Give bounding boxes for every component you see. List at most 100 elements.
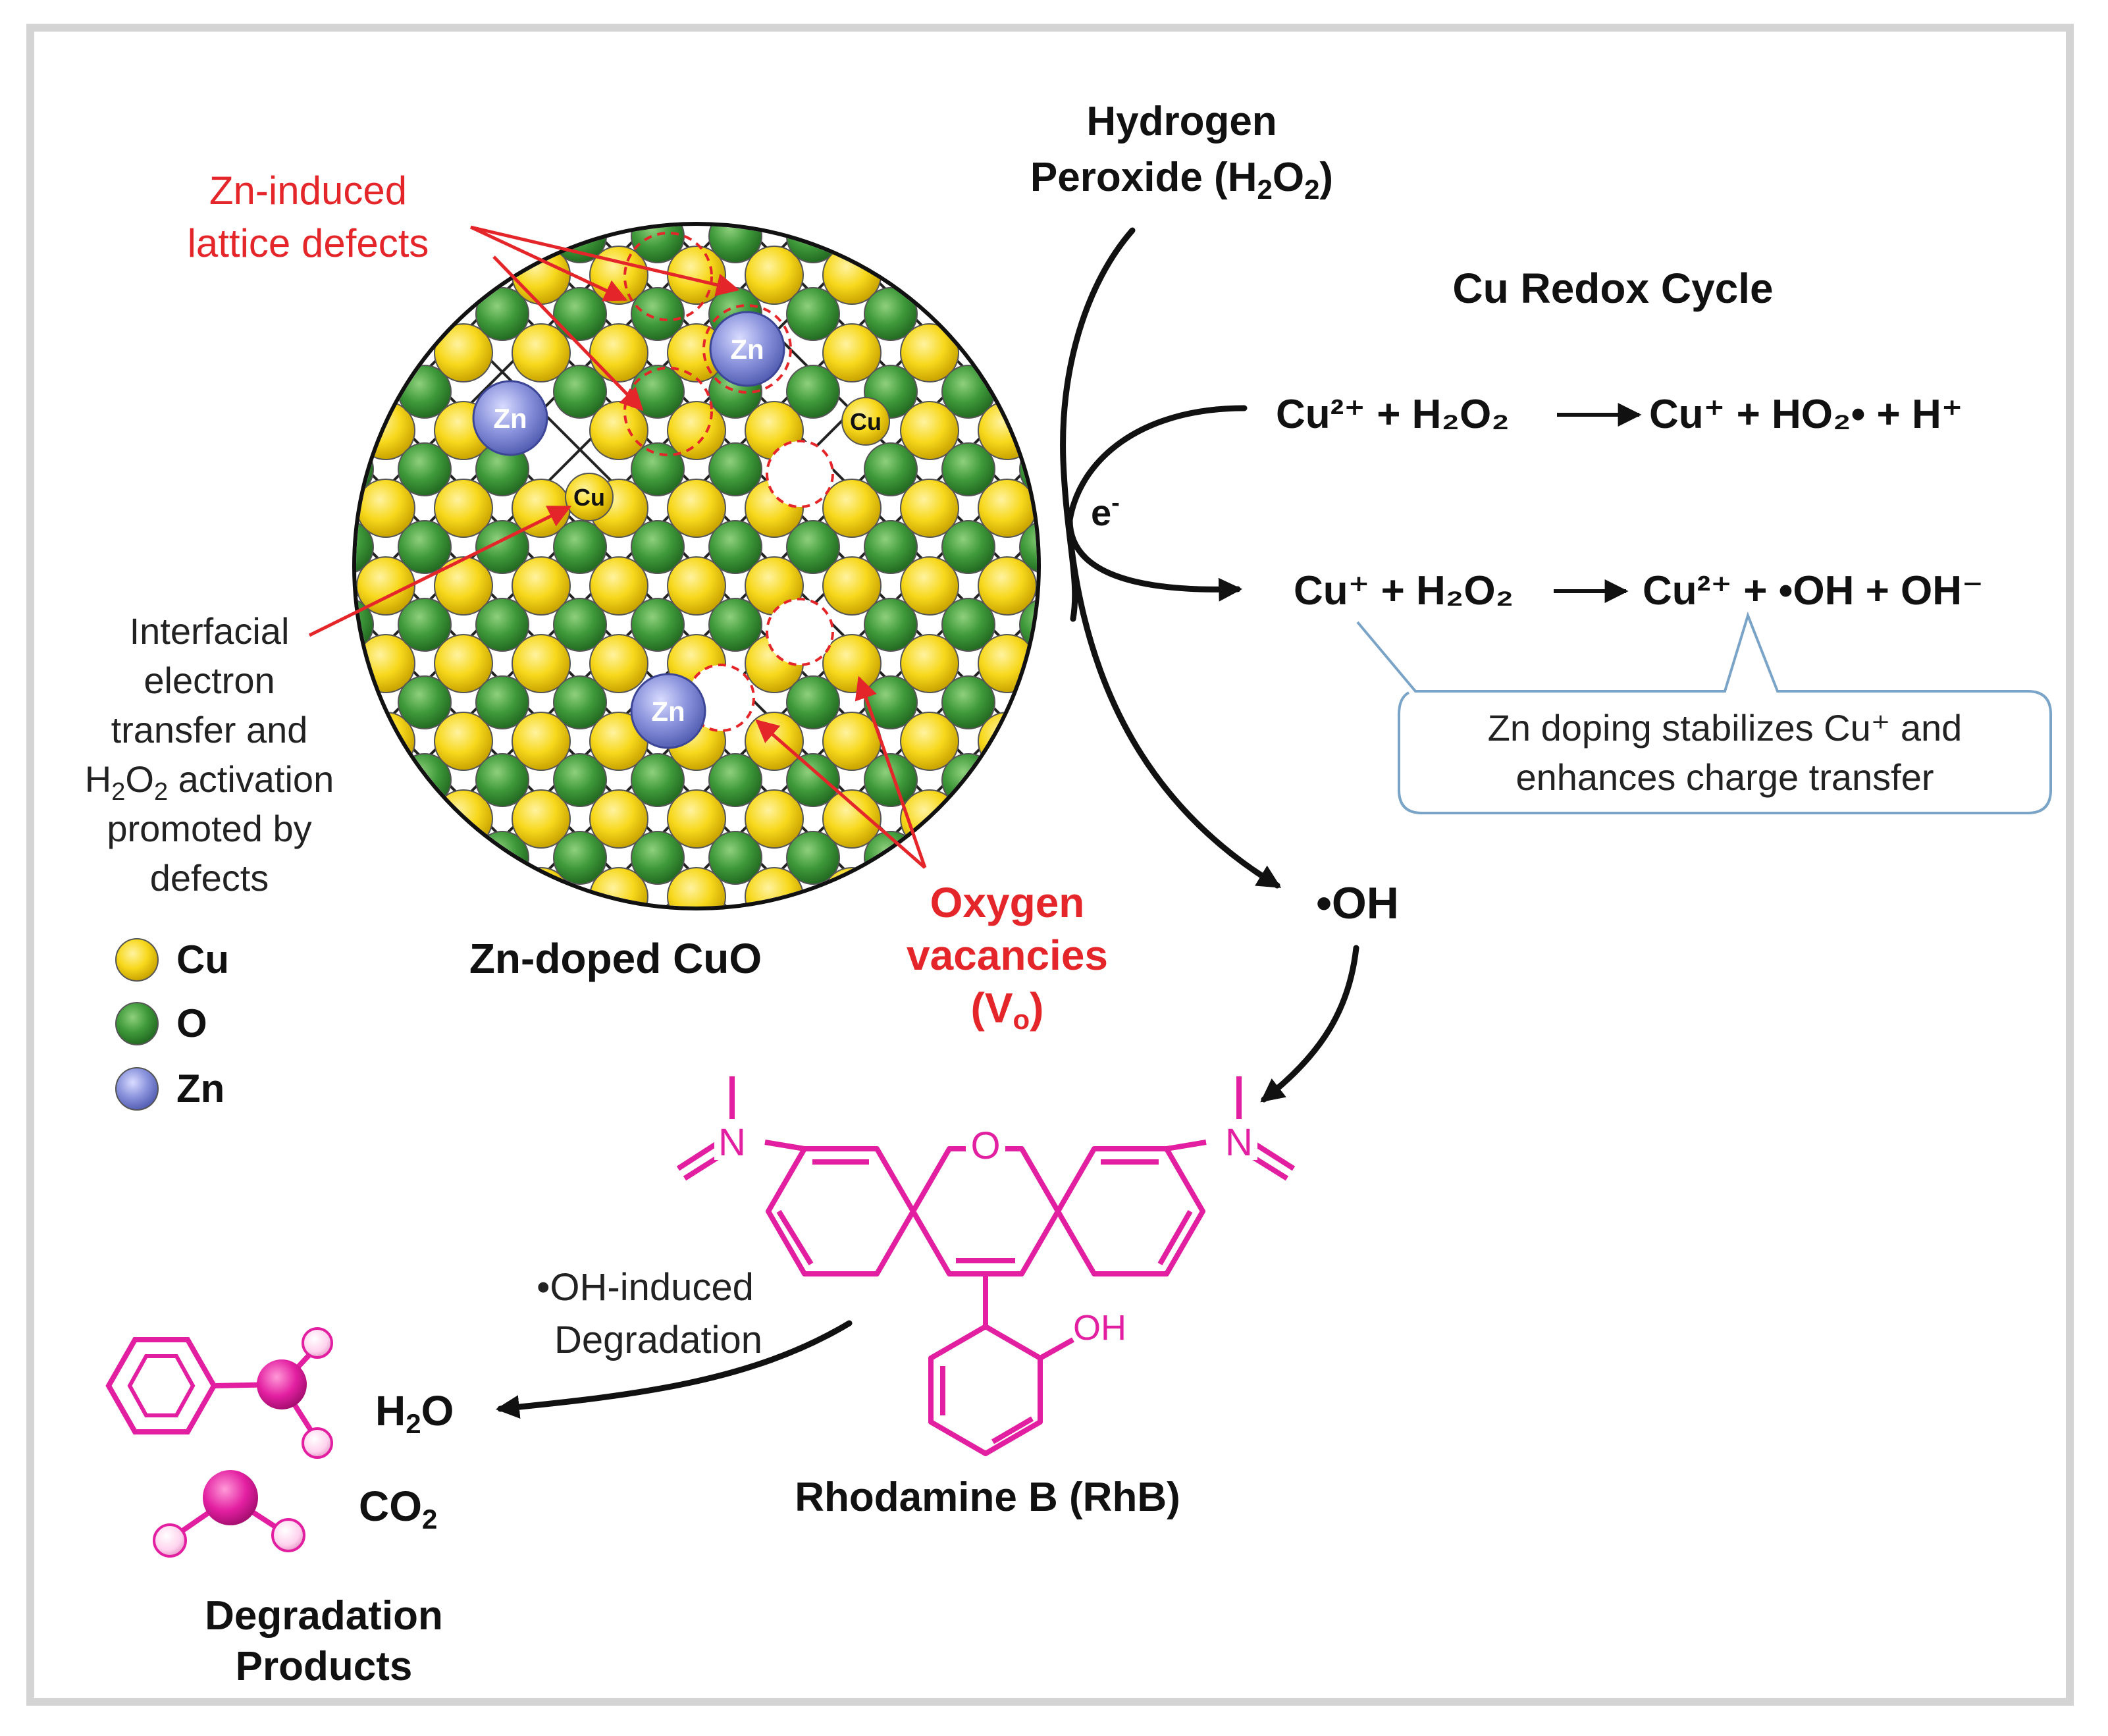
cu-atom — [822, 789, 882, 849]
oxygen-vacancy — [766, 440, 834, 508]
cu-atom — [900, 712, 959, 771]
cu-atom — [822, 556, 882, 616]
legend: Cu O Zn — [115, 937, 229, 1111]
electron-label: e- — [1091, 489, 1120, 533]
o-atom — [553, 598, 607, 652]
svg-text:defects: defects — [150, 857, 269, 899]
o-atom — [941, 442, 995, 496]
o-atom — [631, 287, 685, 341]
oxygen-vacancy — [766, 598, 834, 666]
o-atom — [864, 753, 918, 807]
svg-text:enhances charge transfer: enhances charge transfer — [1515, 756, 1934, 798]
legend-cu-swatch — [115, 938, 159, 982]
cu-atom — [512, 323, 571, 382]
o-atom — [786, 675, 840, 729]
svg-text:transfer and: transfer and — [111, 709, 308, 750]
cu-atom — [589, 634, 648, 693]
cu-atom — [667, 556, 726, 616]
cu-atom-label: Cu — [573, 484, 605, 511]
o-atom — [864, 598, 918, 652]
svg-text:Hydrogen: Hydrogen — [1086, 99, 1277, 144]
o-atom — [708, 753, 762, 807]
o-atom — [864, 287, 918, 341]
cu-atom — [822, 867, 882, 907]
cu-atom — [667, 479, 726, 538]
svg-text:Peroxide (H2O2): Peroxide (H2O2) — [1030, 155, 1333, 205]
cu-atom — [434, 712, 493, 771]
svg-text:Zn doping stabilizes Cu⁺ and: Zn doping stabilizes Cu⁺ and — [1488, 707, 1963, 749]
o-atom — [631, 520, 685, 574]
cu-atom — [900, 323, 959, 382]
o-atom — [708, 442, 762, 496]
cu-atom — [900, 479, 959, 538]
svg-text:Zn-induced: Zn-induced — [209, 169, 407, 213]
cu-atom — [356, 556, 415, 616]
o-atom — [553, 365, 607, 419]
o-atom — [553, 675, 607, 729]
o-atom — [708, 226, 762, 263]
flow-arrows — [495, 227, 1359, 1419]
o-atom — [1019, 520, 1037, 574]
o-atom — [941, 520, 995, 574]
cu-atom — [900, 556, 959, 616]
zn-atom-label: Zn — [730, 334, 764, 365]
cu-atom — [822, 323, 882, 382]
o-atom — [786, 365, 840, 419]
cu-atom-label: Cu — [850, 408, 882, 435]
o-atom — [631, 753, 685, 807]
svg-text:Oxygen: Oxygen — [930, 879, 1085, 926]
cu-atom — [434, 634, 493, 693]
cu-interstitial-atom — [565, 473, 614, 521]
oh-induced-line1: •OH-induced — [537, 1266, 754, 1309]
cu-redox-title: Cu Redox Cycle — [1452, 265, 1773, 312]
cu-atom — [900, 401, 959, 460]
o-atom — [398, 675, 452, 729]
cu-atom — [589, 323, 648, 382]
o-atom — [475, 753, 529, 807]
cu-atom — [978, 401, 1037, 460]
cu-atom — [512, 556, 571, 616]
o-atom — [786, 831, 840, 885]
o-atom — [708, 831, 762, 885]
svg-text:(Vo): (Vo) — [971, 984, 1044, 1035]
o-atom — [786, 753, 840, 807]
svg-text:Cu⁺ + HO₂• + H⁺: Cu⁺ + HO₂• + H⁺ — [1649, 392, 1963, 437]
interfacial-label: Interfacial electron transfer and H2O2 a… — [85, 505, 572, 899]
oh-induced-line2: Degradation — [554, 1319, 762, 1361]
lattice-defect-ring — [702, 304, 792, 394]
oxygen-vacancies-label: Oxygen vacancies (Vo) — [755, 675, 1108, 1035]
h2o2-label: Hydrogen Peroxide (H2O2) — [1030, 99, 1333, 205]
cu-atom — [745, 246, 804, 305]
o-atom — [631, 226, 685, 263]
zn-atom — [709, 311, 785, 387]
figure-frame — [26, 24, 2074, 1706]
o-atom — [708, 598, 762, 652]
legend-o-label: O — [176, 1001, 207, 1045]
o-atom — [553, 753, 607, 807]
cu-atom — [512, 634, 571, 693]
cu-atom — [745, 789, 804, 849]
h2o-product-label: H2O — [375, 1387, 454, 1439]
oh-radical-label: •OH — [1316, 878, 1399, 928]
o-atom — [475, 675, 529, 729]
cu-atom — [667, 867, 726, 907]
o-atom — [398, 598, 452, 652]
o-atom — [398, 520, 452, 574]
o-atom — [631, 831, 685, 885]
zn-atom — [630, 673, 706, 749]
cu-atom — [900, 634, 959, 693]
o-atom — [553, 831, 607, 885]
lattice-defect-ring — [623, 367, 713, 456]
reaction-2: Cu⁺ + H₂O₂ Cu²⁺ + •OH + OH⁻ — [1294, 568, 1984, 614]
o-atom — [786, 287, 840, 341]
cu-atom — [434, 323, 493, 382]
o-atom — [864, 675, 918, 729]
zn-doped-cuo-label: Zn-doped CuO — [469, 935, 762, 982]
svg-text:Interfacial: Interfacial — [130, 610, 290, 652]
cu-atom — [667, 789, 726, 849]
svg-text:vacancies: vacancies — [907, 932, 1108, 979]
svg-text:electron: electron — [144, 660, 275, 701]
